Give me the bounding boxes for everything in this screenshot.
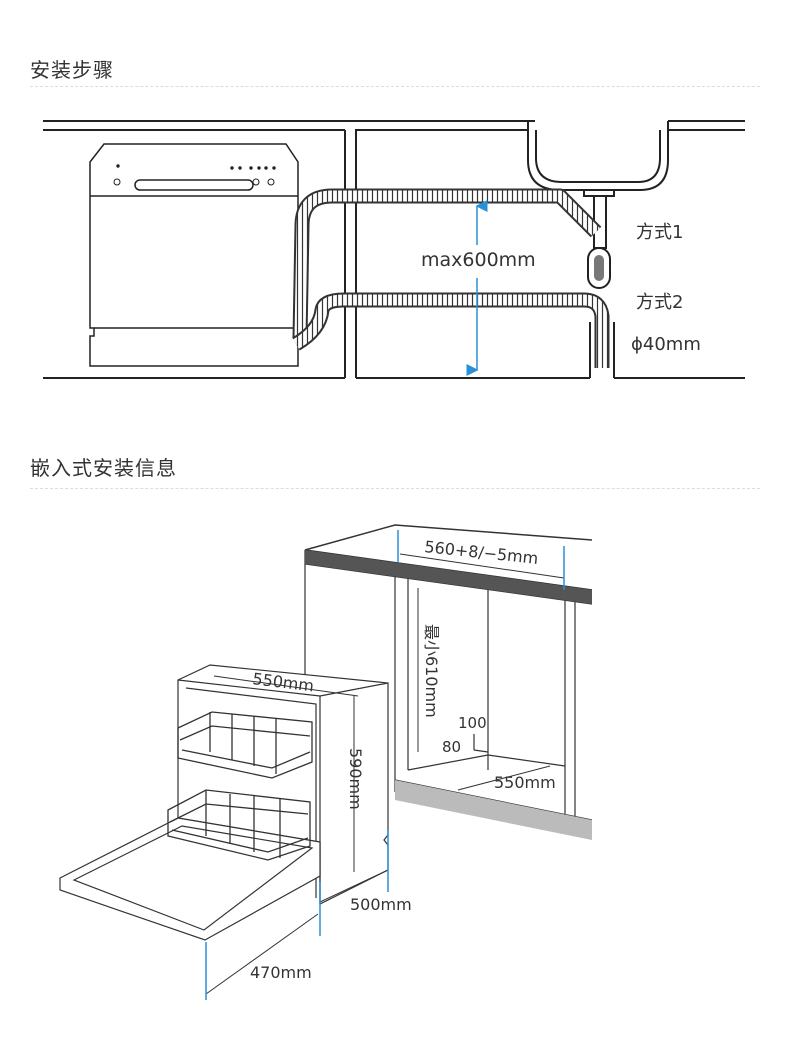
max-height-label: max600mm <box>421 249 536 271</box>
lower-rack <box>167 789 311 861</box>
unit-depth-label: 500mm <box>350 895 412 914</box>
niche-depth-label: 550mm <box>494 773 556 792</box>
standpipe <box>589 322 615 378</box>
countertop-band <box>305 550 592 604</box>
dimension-ticks <box>205 530 565 1000</box>
door-depth-label: 470mm <box>250 963 312 982</box>
dishwasher <box>89 143 299 367</box>
top-width-label: 560+8/−5mm <box>424 537 540 568</box>
section-title-install-steps: 安装步骤 <box>30 58 114 82</box>
dimension-lines <box>205 553 565 995</box>
dishwasher-open <box>59 664 389 941</box>
floor-band <box>395 780 592 840</box>
builtin-install-diagram: 560+8/−5mm 最小610mm 100 80 550mm 550mm 59… <box>59 524 593 1000</box>
dim-100-label: 100 <box>458 714 487 732</box>
upper-rack <box>177 711 313 779</box>
dim-80-label: 80 <box>442 738 461 756</box>
method-2-label: 方式2 <box>636 292 683 313</box>
drain-trap <box>583 189 615 289</box>
sink <box>527 121 669 191</box>
drain-hose-upper <box>292 188 602 339</box>
method-1-label: 方式1 <box>636 222 683 243</box>
unit-height-label: 590mm <box>346 748 365 810</box>
control-buttons <box>113 164 276 186</box>
section-title-builtin-info: 嵌入式安装信息 <box>30 456 177 480</box>
min-height-label: 最小610mm <box>422 624 441 718</box>
pipe-diameter-label: ϕ40mm <box>631 334 701 355</box>
section-divider <box>30 488 760 489</box>
drain-hose-lower <box>292 292 610 368</box>
install-steps-diagram: max600mm 方式1 方式2 ϕ40mm <box>43 120 745 379</box>
section-divider <box>30 86 760 87</box>
